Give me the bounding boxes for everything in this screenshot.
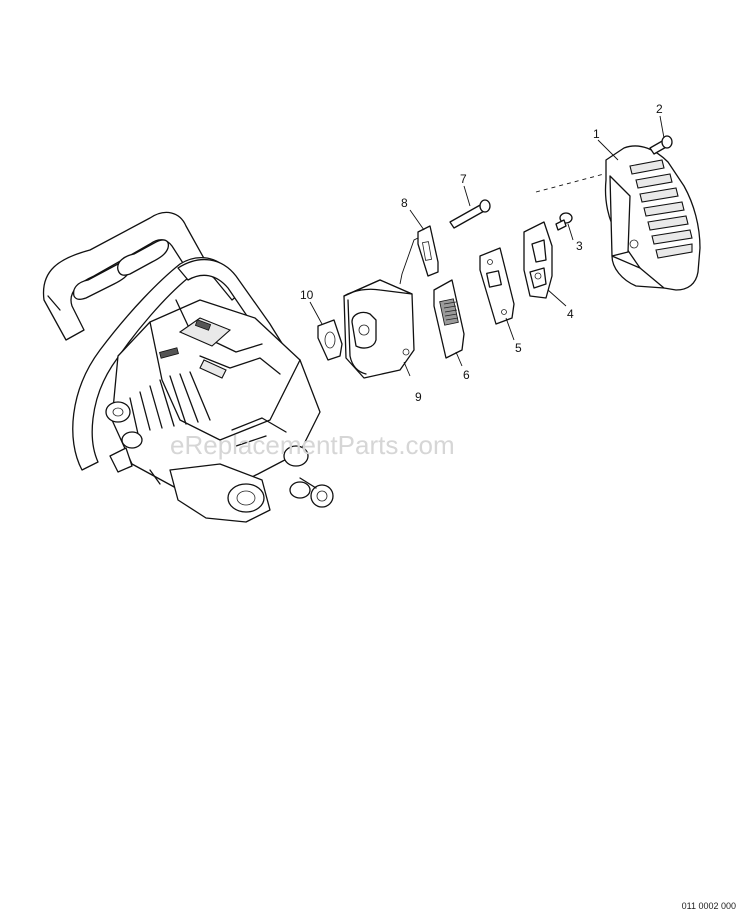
part-plate — [479, 247, 515, 325]
part-gasket-10 — [317, 319, 343, 361]
watermark-text: eReplacementParts.com — [170, 430, 455, 460]
part-screw-2 — [649, 135, 673, 155]
callout-10: 10 — [300, 288, 314, 302]
part-screw-3 — [555, 212, 573, 231]
part-spark-arrestor-screen — [433, 279, 465, 359]
part-muffler-cover — [604, 145, 701, 291]
part-gasket-plate — [417, 225, 439, 277]
drawing-code: 011 0002 000 — [681, 901, 736, 911]
callout-2: 2 — [656, 102, 663, 116]
cover-vent-slots — [629, 159, 693, 259]
callout-9: 9 — [415, 390, 422, 404]
callout-7: 7 — [460, 172, 467, 186]
callout-3: 3 — [576, 239, 583, 253]
callout-8: 8 — [401, 196, 408, 210]
cooling-fins — [129, 371, 211, 435]
part-bolt-7 — [449, 199, 491, 229]
callout-4: 4 — [567, 307, 574, 321]
chainsaw-engine-body — [42, 211, 334, 523]
callout-1: 1 — [593, 127, 600, 141]
callout-6: 6 — [463, 368, 470, 382]
part-bracket — [523, 221, 553, 299]
callout-numbers: 1 2 3 4 5 6 7 8 9 10 — [300, 102, 663, 404]
leader-lines — [309, 115, 665, 377]
callout-5: 5 — [515, 341, 522, 355]
part-muffler — [343, 279, 415, 379]
